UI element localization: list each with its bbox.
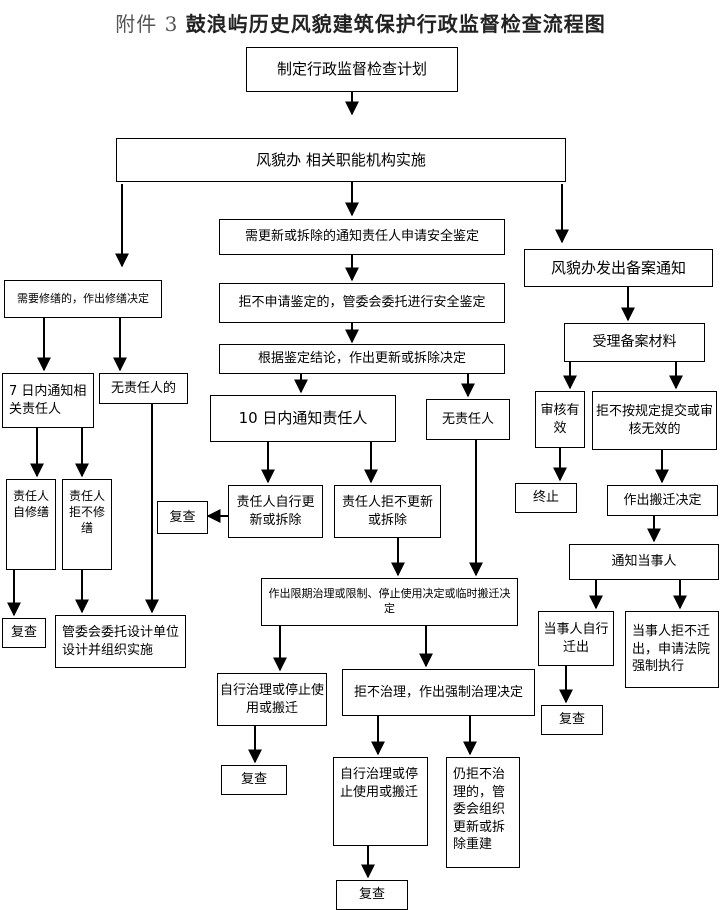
- title-main: 鼓浪屿历史风貌建筑保护行政监督检查流程图: [185, 12, 606, 36]
- recheck-a-box: 复查: [157, 501, 208, 534]
- recheck-e-box: 复查: [541, 705, 603, 735]
- still-refuse-box: 仍拒不治理的，管委会组织更新或拆除重建: [446, 757, 520, 868]
- page-title: 附件 3 鼓浪屿历史风貌建筑保护行政监督检查流程图: [0, 8, 721, 37]
- deadline-decision-box: 作出限期治理或限制、停止使用决定或临时搬迁决定: [261, 578, 518, 626]
- notify-7days-box: 7 日内通知相关责任人: [2, 373, 94, 428]
- refuse-appraisal-box: 拒不申请鉴定的，管委会委托进行安全鉴定: [219, 283, 505, 323]
- relocation-decision-box: 作出搬迁决定: [607, 485, 718, 516]
- notify-party-box: 通知当事人: [569, 544, 719, 580]
- filing-notice-box: 风貌办发出备案通知: [524, 249, 713, 287]
- no-owner-mid-box: 无责任人: [426, 399, 510, 440]
- owner-self-repair-box: 责任人自修缮: [6, 479, 56, 570]
- owner-self-renew-box: 责任人自行更新或拆除: [228, 485, 323, 538]
- implement-box: 风貌办 相关职能机构实施: [116, 138, 566, 182]
- decision-box: 根据鉴定结论，作出更新或拆除决定: [219, 344, 505, 374]
- recheck-b-box: 复查: [221, 765, 287, 795]
- party-refuse-move-box: 当事人拒不迁出，申请法院强制执行: [625, 611, 719, 688]
- commission-design-box: 管委会委托设计单位设计并组织实施: [55, 615, 186, 668]
- title-prefix: 附件 3: [115, 12, 179, 36]
- owner-refuse-renew-box: 责任人拒不更新或拆除: [334, 485, 441, 538]
- accept-materials-box: 受理备案材料: [564, 323, 705, 362]
- refuse-treat-box: 拒不治理，作出强制治理决定: [342, 669, 535, 716]
- review-valid-box: 审核有效: [535, 391, 585, 448]
- self-treat-a-box: 自行治理或停止使用或搬迁: [217, 673, 327, 726]
- repair-needed-box: 需要修缮的，作出修缮决定: [4, 280, 162, 318]
- recheck-c-box: 复查: [336, 880, 408, 910]
- self-treat-b-box: 自行治理或停止使用或搬迁: [333, 757, 428, 846]
- refuse-submit-box: 拒不按规定提交或审核无效的: [592, 391, 717, 450]
- plan-box: 制定行政监督检查计划: [246, 47, 458, 92]
- recheck-d-box: 复查: [2, 618, 46, 648]
- no-owner-left-box: 无责任人的: [99, 373, 188, 404]
- notify-10days-box: 10 日内通知责任人: [210, 395, 396, 442]
- terminate-box: 终止: [515, 483, 577, 513]
- party-self-move-box: 当事人自行迁出: [538, 611, 614, 666]
- notify-owner-box: 需更新或拆除的通知责任人申请安全鉴定: [219, 219, 505, 255]
- owner-refuse-repair-box: 责任人拒不修缮: [62, 479, 112, 570]
